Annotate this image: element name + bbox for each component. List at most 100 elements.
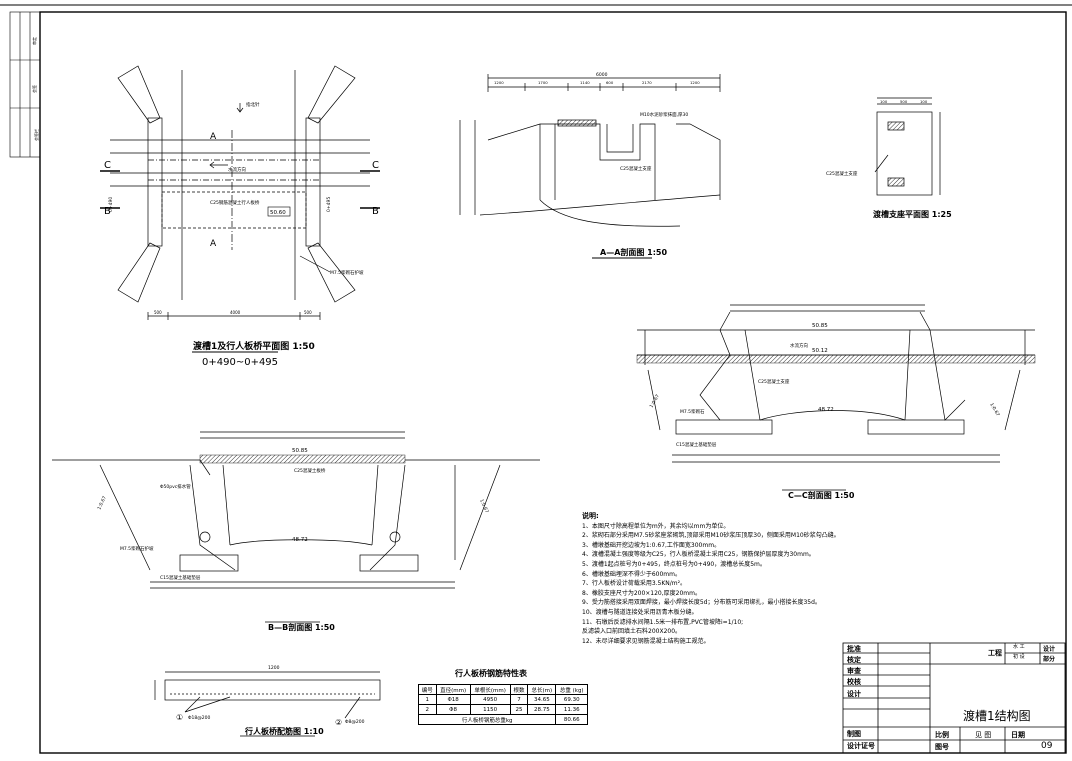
- tb-stage2: 初 设: [1013, 654, 1025, 660]
- note-item: 3、槽墩基础开挖边坡为1:0.67,工作面宽300mm。: [582, 541, 721, 549]
- side-strip: [9, 11, 41, 158]
- cc-elev-mid: 50.12: [812, 348, 828, 354]
- rebar-label-2: Φ8@200: [345, 719, 365, 725]
- table-header: 根数: [509, 684, 529, 695]
- title-block: 批准 核定 审查 校核 设计 制图 设计证号 工程 水 工 初 设 设计 部分 …: [843, 643, 1065, 753]
- support-dim-2: 500: [900, 99, 908, 104]
- table-cell: 1150: [469, 704, 511, 715]
- table-cell: 11.36: [555, 704, 588, 715]
- table-header-row: 编号 直径(mm) 单根长(mm) 根数 总长(m) 总重 (kg): [418, 684, 588, 695]
- plan-sec-a-bottom: A: [210, 239, 217, 249]
- note-item: 12、未尽详细要求见钢筋混凝土结构施工规范。: [582, 637, 710, 645]
- table-cell: 69.30: [555, 694, 588, 705]
- inner-frame: [39, 11, 1067, 754]
- plan-sec-b-right: B: [372, 206, 379, 217]
- table-cell: 7: [509, 694, 529, 705]
- table-cell: 2: [418, 704, 437, 715]
- rebar-mark-1: ①: [176, 713, 183, 722]
- note-item: 7、行人板桥设计荷载采用3.5KN/m²。: [582, 580, 687, 588]
- support-dim-3: 100: [920, 99, 928, 104]
- plan-elevation: 50.60: [270, 210, 286, 216]
- note-item: 反滤袋入口前回填土石料200X200。: [582, 628, 682, 636]
- plan-chainage-left: 0+490: [108, 197, 114, 212]
- support-plan: [874, 97, 941, 196]
- side-label-3: 会签栏: [34, 129, 39, 141]
- support-label: C25混凝土支座: [826, 170, 858, 177]
- rebar-dim: 1200: [268, 665, 280, 671]
- plan-water-label: 水流方向: [228, 166, 246, 173]
- aa-title: A—A剖面图 1:50: [600, 247, 667, 257]
- rebar-table: 编号 直径(mm) 单根长(mm) 根数 总长(m) 总重 (kg) 1 Φ18…: [417, 684, 588, 725]
- tb-stage1: 水 工: [1013, 644, 1025, 650]
- bb-pipe-label: Φ50pvc排水管: [160, 483, 191, 490]
- rebar-label-1: Φ18@200: [188, 715, 210, 721]
- tb-row-approve: 批准: [847, 645, 861, 653]
- tb-row-design: 设计: [847, 690, 861, 698]
- tb-row-check: 校核: [847, 678, 861, 686]
- cc-elev-top: 50.85: [812, 323, 828, 329]
- bb-slope-label: M7.5浆砌石护坡: [120, 545, 154, 552]
- table-header: 总长(m): [527, 684, 557, 695]
- tb-scale-value: 见 图: [975, 731, 992, 739]
- tb-col2: 部分: [1043, 656, 1056, 663]
- plan-chainage-right: 0+495: [326, 197, 332, 212]
- table-cell: 25: [509, 704, 529, 715]
- aa-dim-1: 1200: [494, 80, 504, 85]
- note-item: 8、橡胶支座尺寸为200×120,厚度20mm。: [582, 589, 701, 597]
- tb-date-label: 日期: [1011, 731, 1025, 739]
- note-item: 4、渡槽混凝土强度等级为C25，行人板桥混凝土采用C25，钢筋保护层厚度为30m…: [582, 551, 815, 559]
- note-item: 1、本图尺寸除高程单位为m外，其余均以mm为单位。: [582, 522, 730, 530]
- notes: 说明: 1、本图尺寸除高程单位为m外，其余均以mm为单位。 2、浆砌石部分采用M…: [582, 512, 842, 646]
- cc-found-label: C15混凝土基础垫层: [676, 441, 717, 448]
- table-row: 1 Φ18 4950 7 34.65 69.30: [418, 694, 588, 705]
- bb-title: B—B剖面图 1:50: [268, 622, 335, 632]
- table-cell: Φ8: [435, 704, 471, 715]
- side-label-1: 审定: [32, 37, 37, 45]
- table-header: 编号: [418, 684, 437, 695]
- side-label-2: 会签: [32, 85, 37, 93]
- plan-slope-label: M7.5浆砌石护坡: [330, 269, 364, 276]
- table-cell: 1: [418, 694, 437, 705]
- plan-dim-1: 500: [154, 310, 162, 315]
- tb-drawing-name: 渡槽1结构图: [963, 709, 1031, 723]
- rebar-title: 行人板桥配筋图 1:10: [244, 726, 324, 736]
- table-total-label: 行人板桥钢筋总重kg: [417, 714, 557, 725]
- rebar-table-title: 行人板桥钢筋特性表: [455, 669, 527, 678]
- bb-ratio-left: 1:0.67: [96, 495, 108, 511]
- support-title: 渡槽支座平面图 1:25: [873, 209, 952, 219]
- aa-label-support: C25混凝土支座: [620, 165, 652, 172]
- aa-dim-5: 2170: [642, 80, 652, 85]
- bb-elev-bottom: 48.72: [292, 537, 308, 543]
- tb-row-verify: 核定: [847, 656, 861, 664]
- table-header: 单根长(mm): [469, 684, 511, 695]
- aa-dim-6: 1200: [690, 80, 700, 85]
- tb-row-review: 审查: [847, 667, 861, 675]
- table-cell: Φ18: [435, 694, 471, 705]
- note-item: 11、石墩后反滤排水间隔1.5米一排布置,PVC管坡降i=1/10;: [582, 618, 744, 626]
- plan-title: 渡槽1及行人板桥平面图 1:50: [193, 340, 315, 352]
- note-item: 9、受力筋搭接采用双面焊接，最小焊接长度5d；分布筋可采用绑扎，最小搭接长度35…: [582, 599, 821, 607]
- support-dim-1: 100: [880, 99, 888, 104]
- rebar-drawing: [154, 671, 381, 719]
- aa-label-conc: M10水泥砂浆抹面,厚30: [640, 111, 688, 118]
- cc-elev-bottom: 48.72: [818, 407, 834, 413]
- title-block-frame: [842, 642, 1066, 754]
- side-strip-labels: 审定 会签 会签栏: [0, 12, 40, 157]
- plan-chainage: 0+490~0+495: [202, 357, 278, 368]
- table-total-row: 行人板桥钢筋总重kg 80.66: [417, 714, 588, 725]
- notes-heading: 说明:: [582, 512, 599, 520]
- cc-slope-label: M7.5浆砌石: [680, 408, 705, 415]
- plan-view: [100, 65, 380, 320]
- bb-ratio-right: 1:0.67: [478, 498, 490, 514]
- rebar-mark-2: ②: [335, 718, 342, 727]
- plan-dim-3: 500: [304, 310, 312, 315]
- aa-dim-3: 1140: [580, 80, 590, 85]
- tb-number-label: 图号: [935, 743, 949, 751]
- cc-title: C—C剖面图 1:50: [788, 490, 855, 500]
- section-aa: [459, 74, 721, 227]
- table-cell: 34.65: [527, 694, 557, 705]
- tb-scale-label: 比例: [935, 731, 949, 739]
- plan-sec-c-left: C: [104, 160, 111, 171]
- table-cell: 28.75: [527, 704, 557, 715]
- section-cc: [636, 304, 1036, 463]
